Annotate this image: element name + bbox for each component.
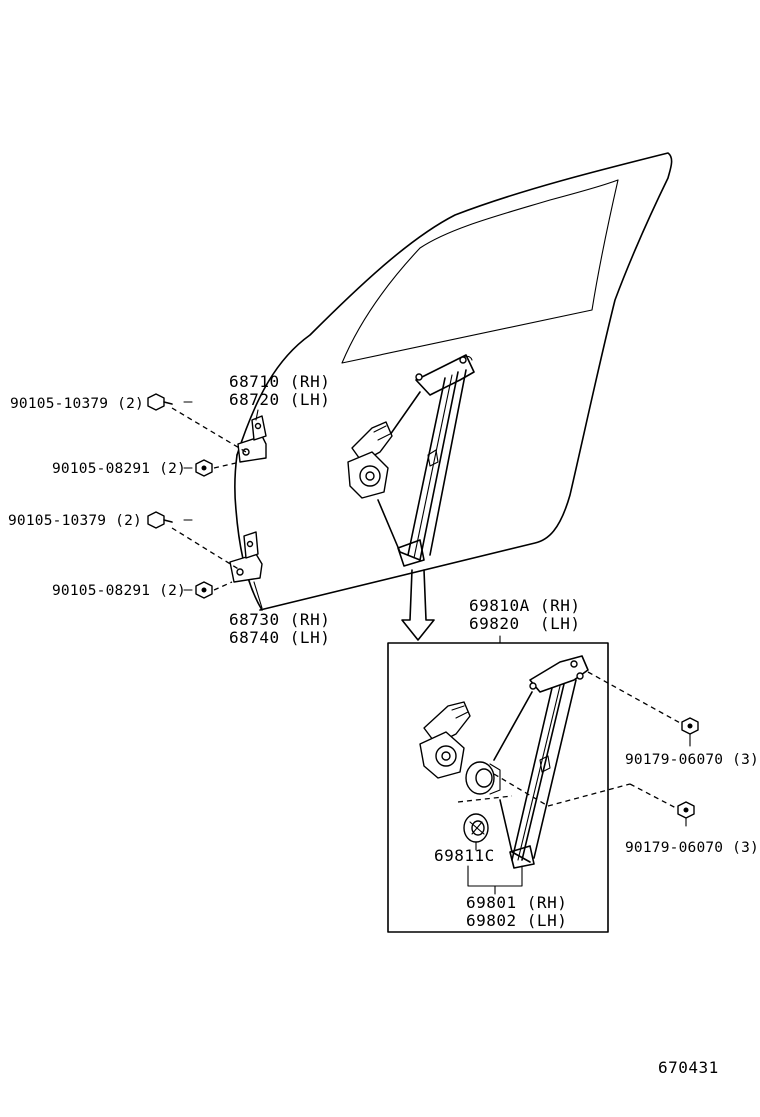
- leader-lines-detail: [457, 671, 691, 895]
- window-regulator-in-door: [377, 354, 475, 567]
- label-bolt-upper-1: 90105-10379 (2): [10, 396, 144, 412]
- label-nut-upper: 90179-06070 (3): [625, 752, 759, 768]
- nut-icon-lower: [677, 801, 695, 819]
- detail-motor-icon: [419, 701, 471, 779]
- window-regulator-icon: [493, 655, 589, 869]
- label-bolt-upper-2: 90105-08291 (2): [52, 461, 186, 477]
- clutch-icon: [463, 813, 489, 843]
- label-clutch: 69811C: [434, 846, 495, 865]
- label-bolt-lower-2: 90105-08291 (2): [52, 583, 186, 599]
- label-regulator-sub-lh: 69802 (LH): [466, 911, 568, 930]
- bolt-icon-4: [195, 581, 213, 599]
- door-panel-outline: [234, 152, 673, 611]
- upper-hinge-icon: [237, 415, 267, 463]
- leader-lines-door: [171, 401, 263, 609]
- nut-icon-upper: [681, 717, 699, 735]
- detail-box: [387, 635, 609, 933]
- bolt-icon-3: [147, 511, 173, 529]
- label-lower-hinge-lh: 68740 (LH): [229, 628, 331, 647]
- power-window-motor-icon: [347, 421, 393, 499]
- drum-icon: [465, 761, 501, 795]
- lower-hinge-icon: [229, 531, 263, 583]
- label-bolt-lower-1: 90105-10379 (2): [8, 513, 142, 529]
- illustration-number: 670431: [658, 1058, 719, 1077]
- bolt-icon-1: [147, 393, 173, 411]
- arrow-down-icon: [401, 569, 435, 641]
- label-upper-hinge-rh: 68710 (RH): [229, 372, 331, 391]
- bolt-icon-2: [195, 459, 213, 477]
- label-regulator-sub-rh: 69801 (RH): [466, 893, 568, 912]
- label-regulator-lh: 69820 (LH): [469, 614, 581, 633]
- label-regulator-rh: 69810A (RH): [469, 596, 581, 615]
- label-lower-hinge-rh: 68730 (RH): [229, 610, 331, 629]
- label-nut-lower: 90179-06070 (3): [625, 840, 759, 856]
- label-upper-hinge-lh: 68720 (LH): [229, 390, 331, 409]
